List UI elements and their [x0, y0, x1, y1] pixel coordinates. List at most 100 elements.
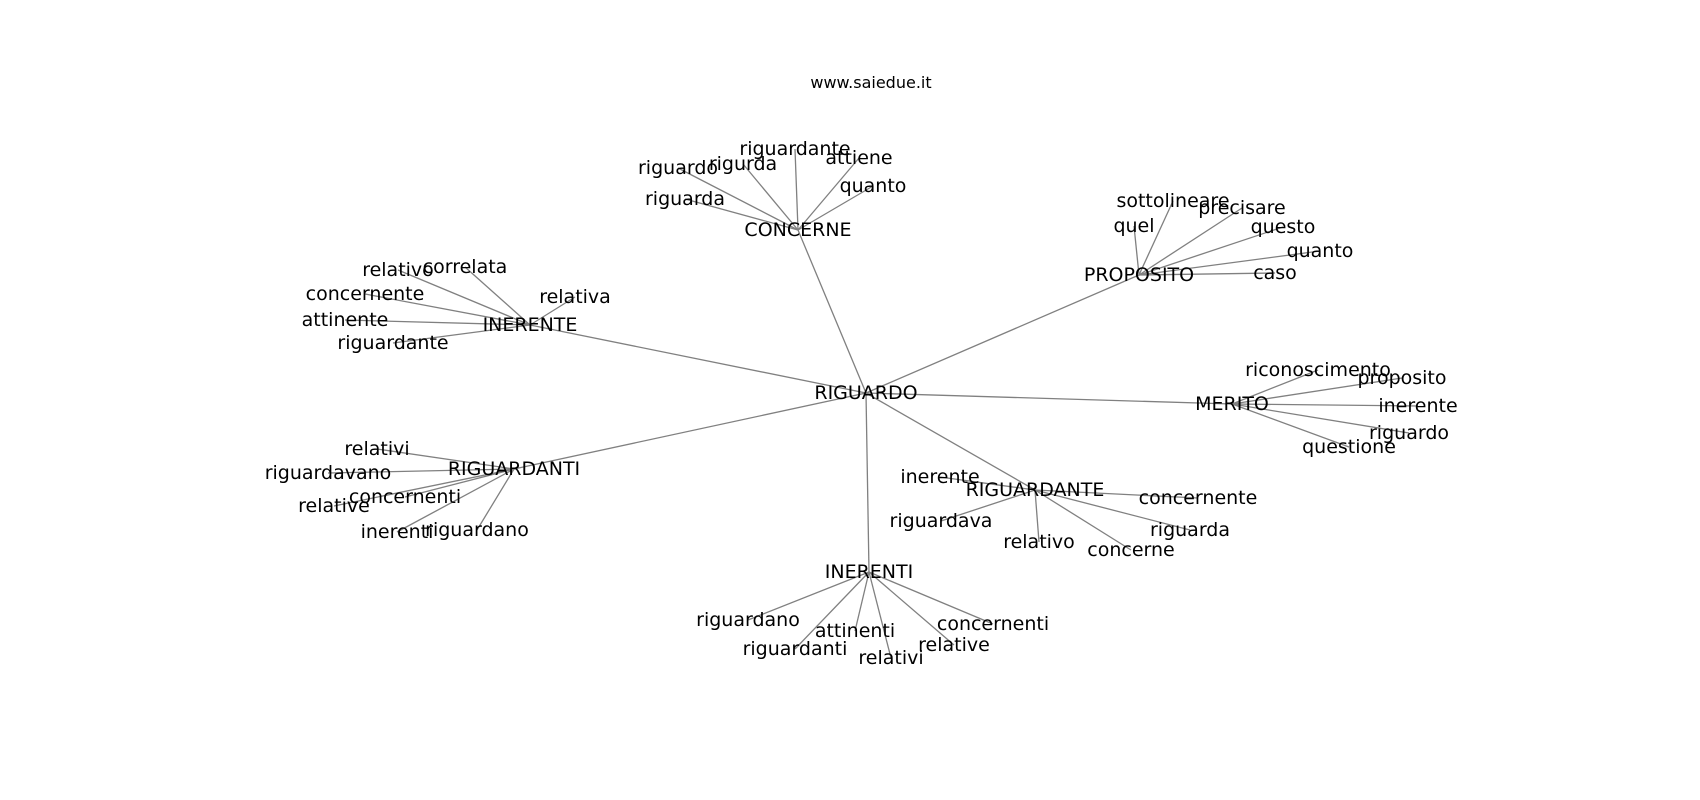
hub-node-label: INERENTI: [825, 561, 913, 583]
leaf-node-label: concernenti: [937, 613, 1049, 635]
leaf-node-label: riguardava: [890, 510, 993, 532]
leaf-node-label: concerne: [1087, 539, 1174, 561]
edge-hub-leaf: [404, 468, 515, 498]
edge-hub-leaf: [1138, 250, 1321, 276]
leaf-node-label: riguardo: [1369, 422, 1449, 444]
edge-hub-leaf: [1034, 489, 1132, 551]
graph-edges: [327, 148, 1419, 659]
edge-hub-leaf: [940, 489, 1036, 522]
leaf-node-label: riguarda: [1150, 519, 1230, 541]
edge-hub-leaf: [747, 571, 870, 621]
edge-hub-leaf: [396, 468, 515, 533]
leaf-node-label: quanto: [840, 175, 907, 197]
leaf-node-label: relative: [918, 634, 990, 656]
edge-hub-leaf: [684, 198, 799, 231]
hub-node-label: RIGUARDANTE: [966, 479, 1105, 501]
leaf-node-label: quanto: [1287, 240, 1354, 262]
hub-node-label: INERENTE: [483, 314, 578, 336]
leaf-node-label: questione: [1302, 436, 1396, 458]
leaf-node-label: proposito: [1357, 367, 1446, 389]
edge-hub-leaf: [392, 324, 531, 344]
edge-hub-leaf: [364, 293, 531, 326]
edge-hub-leaf: [677, 167, 799, 231]
leaf-node-label: concernenti: [349, 486, 461, 508]
edge-hub-leaf: [868, 571, 955, 646]
edge-hub-leaf: [939, 476, 1036, 491]
graph-labels: RIGUARDOCONCERNEriguardanteriguardorigur…: [265, 138, 1458, 669]
leaf-node-label: relative: [298, 495, 370, 517]
edge-root-hub: [865, 392, 1233, 405]
edge-hub-leaf: [333, 468, 515, 507]
leaf-node-label: riguardano: [425, 519, 529, 541]
leaf-node-label: attinente: [302, 309, 389, 331]
edge-hub-leaf: [1034, 489, 1191, 531]
edge-hub-leaf: [1138, 226, 1284, 276]
leaf-node-label: riguardante: [337, 332, 448, 354]
leaf-node-label: riguardo: [638, 157, 718, 179]
edge-hub-leaf: [797, 185, 874, 231]
edge-hub-leaf: [1231, 403, 1350, 448]
leaf-node-label: relativo: [362, 259, 434, 281]
edge-hub-leaf: [1231, 403, 1419, 407]
leaf-node-label: riguardano: [696, 609, 800, 631]
leaf-node-label: riguarda: [645, 188, 725, 210]
edge-hub-leaf: [742, 163, 799, 231]
edge-hub-leaf: [327, 468, 515, 474]
edge-hub-leaf: [397, 269, 531, 326]
graph-title: www.saiedue.it: [810, 73, 931, 92]
edge-hub-leaf: [1133, 225, 1140, 276]
edge-hub-leaf: [1231, 369, 1319, 405]
edge-hub-leaf: [376, 448, 515, 470]
leaf-node-label: inerenti: [361, 521, 434, 543]
edge-hub-leaf: [794, 148, 799, 231]
leaf-node-label: sottolineare: [1116, 190, 1229, 212]
edge-root-hub: [529, 324, 867, 394]
leaf-node-label: correlata: [423, 256, 508, 278]
edge-hub-leaf: [868, 571, 892, 659]
leaf-node-label: riguardanti: [743, 638, 848, 660]
leaf-node-label: riguardante: [739, 138, 850, 160]
edge-root-hub: [865, 392, 1036, 491]
edge-root-hub: [513, 392, 867, 470]
leaf-node-label: caso: [1253, 262, 1297, 284]
edge-hub-leaf: [794, 571, 870, 650]
edge-hub-leaf: [1034, 489, 1199, 499]
edge-hub-leaf: [1138, 200, 1174, 276]
leaf-node-label: questo: [1251, 216, 1316, 238]
hub-node-label: RIGUARDANTI: [448, 458, 580, 480]
edge-hub-leaf: [529, 296, 576, 326]
hub-node-label: CONCERNE: [744, 219, 851, 241]
edge-hub-leaf: [797, 157, 860, 231]
leaf-node-label: precisare: [1198, 197, 1286, 219]
leaf-node-label: relativi: [344, 438, 409, 460]
hub-node-label: PROPOSITO: [1084, 264, 1194, 286]
leaf-node-label: attiene: [825, 147, 892, 169]
leaf-node-label: rigurda: [709, 153, 777, 175]
edge-hub-leaf: [854, 571, 870, 632]
edge-hub-leaf: [344, 319, 531, 326]
leaf-node-label: relativa: [539, 286, 611, 308]
leaf-node-label: inerente: [1378, 395, 1457, 417]
leaf-node-label: riguardavano: [265, 462, 392, 484]
edge-root-hub: [865, 274, 1140, 394]
leaf-node-label: attinenti: [815, 620, 895, 642]
leaf-node-label: concernente: [306, 283, 425, 305]
edge-hub-leaf: [1034, 489, 1040, 543]
edge-hub-leaf: [1231, 377, 1403, 405]
hub-node-label: MERITO: [1195, 393, 1269, 415]
root-node-label: RIGUARDO: [814, 382, 917, 404]
leaf-node-label: relativi: [858, 647, 923, 669]
edge-root-hub: [865, 392, 870, 573]
leaf-node-label: concernente: [1139, 487, 1258, 509]
edge-hub-leaf: [464, 266, 531, 326]
edge-hub-leaf: [1138, 272, 1276, 276]
edge-hub-leaf: [1138, 207, 1243, 276]
edge-root-hub: [797, 229, 867, 394]
leaf-node-label: relativo: [1003, 531, 1075, 553]
edge-hub-leaf: [868, 571, 994, 625]
leaf-node-label: riconoscimento: [1245, 359, 1391, 381]
leaf-node-label: inerente: [900, 466, 979, 488]
edge-hub-leaf: [476, 468, 515, 531]
edge-hub-leaf: [1231, 403, 1410, 434]
